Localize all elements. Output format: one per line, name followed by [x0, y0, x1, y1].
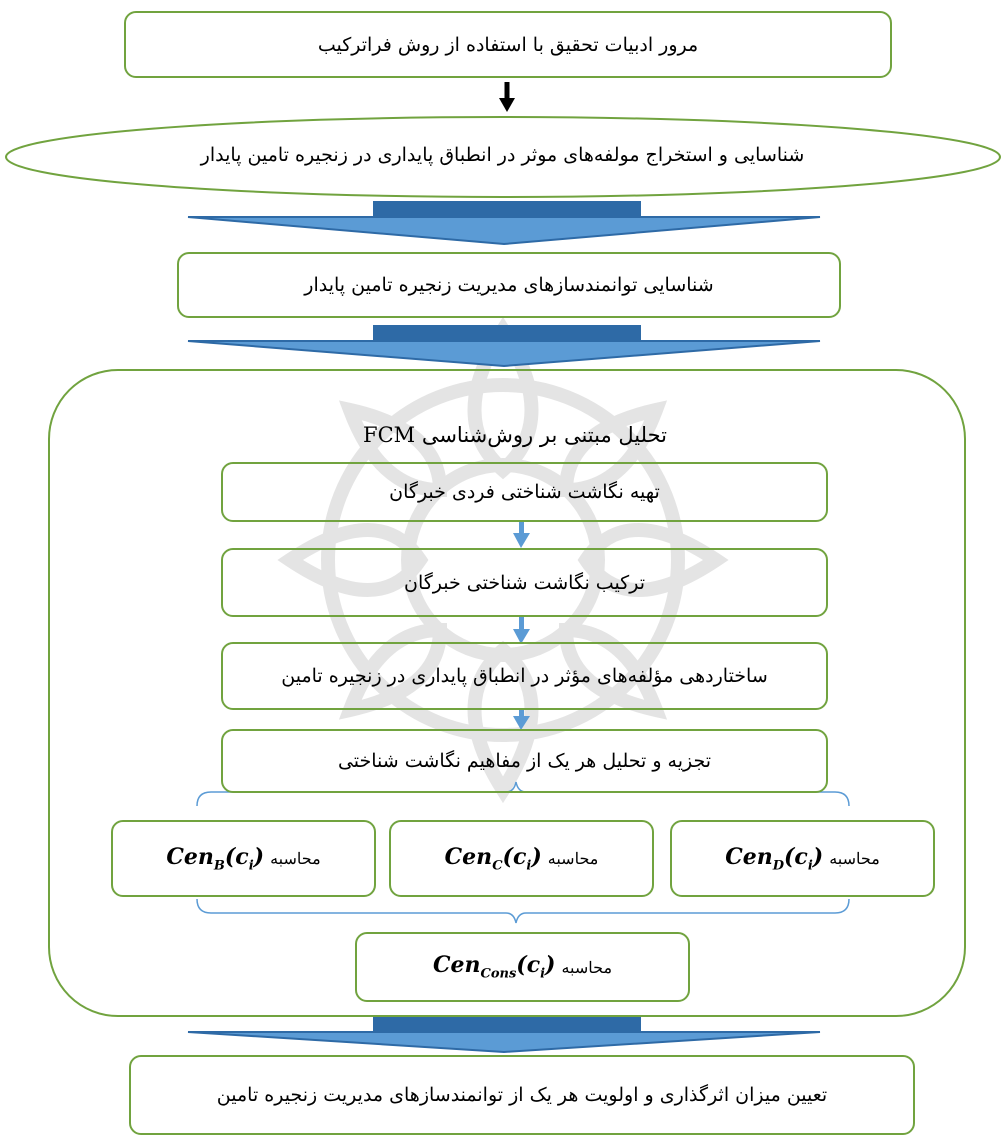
cen-c-formula: CenC(ci) — [444, 843, 542, 874]
block-arrow-2 — [187, 325, 821, 368]
brace-bottom — [196, 898, 850, 924]
final-step-box: تعیین میزان اثرگذاری و اولویت هر یک از ت… — [129, 1055, 915, 1135]
fcm-title: تحلیل مبتنی بر روش‌شناسی FCM — [363, 423, 667, 447]
cen-d-calc-label: محاسبه — [829, 849, 880, 868]
fcm-step-1-label: تهیه نگاشت شناختی فردی خبرگان — [389, 481, 660, 503]
cen-c-calc-label: محاسبه — [547, 849, 599, 868]
cen-cons-formula: CenCons(ci) — [432, 952, 556, 982]
fcm-step-3: ساختاردهی مؤلفه‌های مؤثر در انطباق پایدا… — [221, 642, 828, 710]
cen-cons-calc-label: محاسبه — [561, 957, 613, 977]
small-arrows — [513, 521, 530, 730]
fcm-step-4-label: تجزیه و تحلیل هر یک از مفاهیم نگاشت شناخ… — [337, 750, 712, 772]
cen-b-box: محاسبه CenB(ci) — [111, 820, 376, 897]
fcm-step-3-label: ساختاردهی مؤلفه‌های مؤثر در انطباق پایدا… — [281, 665, 768, 687]
fcm-step-1: تهیه نگاشت شناختی فردی خبرگان — [221, 462, 828, 522]
cen-c-box: محاسبه CenC(ci) — [389, 820, 654, 897]
block-arrow-3 — [187, 1016, 821, 1054]
final-step-label: تعیین میزان اثرگذاری و اولویت هر یک از ت… — [216, 1084, 828, 1106]
brace-top — [196, 781, 850, 807]
enablers-box: شناسایی توانمندسازهای مدیریت زنجیره تامی… — [177, 252, 841, 318]
literature-review-label: مرور ادبیات تحقیق با استفاده از روش فرات… — [317, 33, 699, 56]
fcm-step-2-label: ترکیب نگاشت شناختی خبرگان — [404, 571, 645, 594]
cen-d-formula: CenD(ci) — [725, 843, 824, 874]
fcm-container — [48, 369, 966, 1017]
components-label: شناسایی و استخراج مولفه‌های موثر در انطب… — [200, 144, 805, 166]
cen-b-formula: CenB(ci) — [166, 843, 265, 874]
fcm-step-4: تجزیه و تحلیل هر یک از مفاهیم نگاشت شناخ… — [221, 729, 828, 793]
enablers-label: شناسایی توانمندسازهای مدیریت زنجیره تامی… — [304, 274, 714, 296]
block-arrow-1 — [187, 201, 821, 246]
cen-b-calc-label: محاسبه — [270, 849, 321, 868]
components-ellipse — [5, 116, 1001, 198]
literature-review-box: مرور ادبیات تحقیق با استفاده از روش فرات… — [124, 11, 892, 78]
fcm-step-2: ترکیب نگاشت شناختی خبرگان — [221, 548, 828, 617]
cen-cons-box: محاسبه CenCons(ci) — [355, 932, 690, 1002]
arrow-down-black — [499, 82, 515, 112]
cen-d-box: محاسبه CenD(ci) — [670, 820, 935, 897]
